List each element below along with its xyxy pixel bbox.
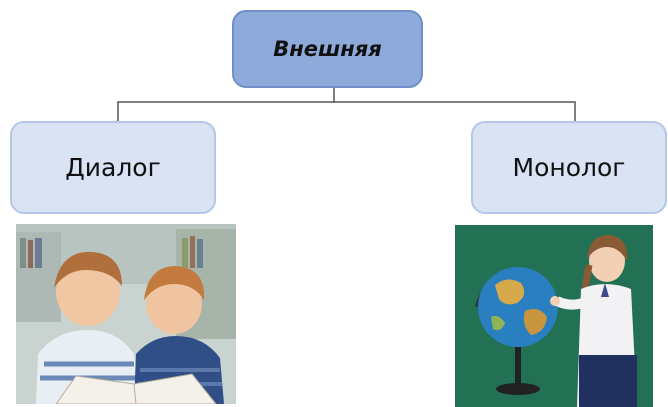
connector-root-to-dialog	[117, 88, 335, 121]
dialog-illustration	[16, 224, 236, 404]
dialog-node: Диалог	[10, 121, 216, 214]
monolog-photo	[455, 225, 653, 407]
connector-root-to-monolog	[334, 101, 576, 121]
root-node: Внешняя	[232, 10, 423, 88]
dialog-node-label: Диалог	[65, 153, 161, 182]
monolog-node: Монолог	[471, 121, 667, 214]
monolog-illustration	[455, 225, 653, 407]
root-node-label: Внешняя	[273, 37, 382, 61]
dialog-photo	[16, 224, 236, 404]
monolog-node-label: Монолог	[512, 153, 626, 182]
